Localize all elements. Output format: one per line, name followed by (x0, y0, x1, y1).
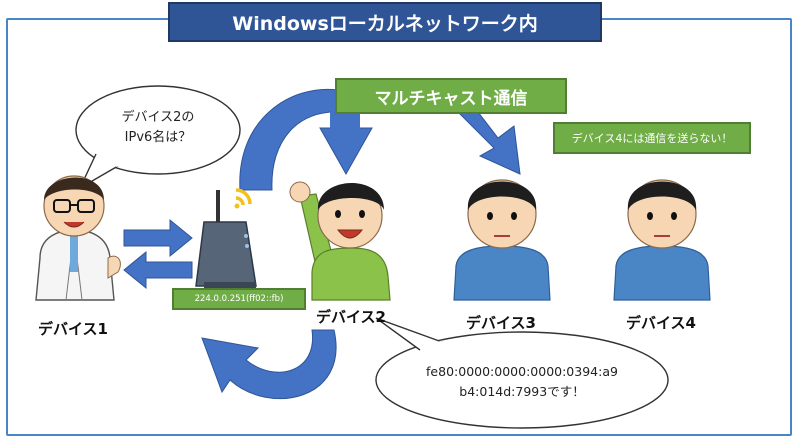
curved-arrow-top-body (239, 88, 341, 191)
device3-person-icon (453, 179, 551, 301)
question-bubble-text: デバイス2の IPv6名は？ (96, 108, 220, 148)
multicast-label: マルチキャスト通信 (335, 78, 567, 114)
device3-label: デバイス3 (466, 314, 536, 332)
arrow-left-to-device1 (123, 250, 193, 290)
device4-person-icon (613, 179, 711, 301)
router-address-label: 224.0.0.251(ff02::fb) (172, 288, 306, 310)
router-icon (195, 188, 257, 288)
question-line-2: IPv6名は？ (124, 130, 192, 145)
device2-raising-hand-icon (289, 181, 391, 301)
device1-doctor-icon (35, 175, 121, 301)
answer-bubble-text: fe80:0000:0000:0000:0394:a9 b4:014d:7993… (392, 362, 652, 402)
answer-bubble (375, 317, 669, 429)
question-line-1: デバイス2の (121, 110, 195, 125)
arrow-to-device3 (456, 111, 521, 175)
no-send-note: デバイス4には通信を送らない！ (553, 122, 751, 154)
device2-label: デバイス2 (316, 308, 386, 326)
arrow-right-to-router (123, 218, 193, 258)
device1-label: デバイス1 (38, 320, 108, 338)
answer-line-2: b4:014d:7993です！ (459, 384, 585, 399)
answer-line-1: fe80:0000:0000:0000:0394:a9 (426, 364, 618, 379)
curved-arrow-bottom (201, 329, 337, 400)
arrow-head-to-device2 (319, 127, 373, 176)
diagram-title: Windowsローカルネットワーク内 (168, 2, 602, 42)
device4-label: デバイス4 (626, 314, 696, 332)
